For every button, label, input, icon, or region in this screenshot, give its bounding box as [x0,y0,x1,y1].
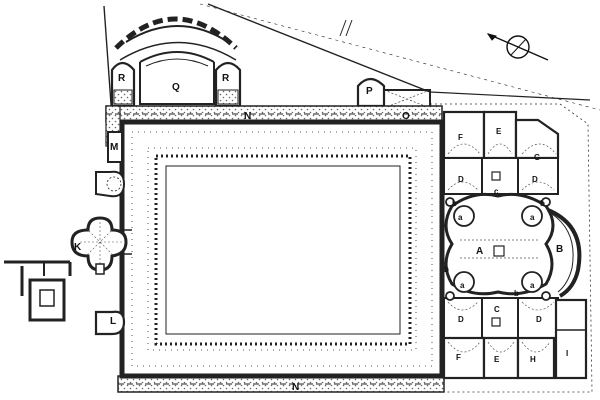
label-d-4: D [536,315,542,324]
label-m: M [110,142,118,153]
east-outline [430,103,593,393]
label-a-3: a [460,281,465,290]
label-g: G [534,153,540,162]
label-c-top: c [494,187,499,196]
label-e-top: E [496,127,502,136]
label-b-1: b [452,199,457,208]
label-d-2: D [532,175,538,184]
label-k: K [74,242,82,253]
label-b-4: b [514,289,519,298]
street-boundary [103,3,600,119]
room-l [94,310,126,336]
label-l: L [110,316,116,327]
label-q: Q [172,82,180,93]
label-a-1: a [458,213,463,222]
label-b-3: b [444,265,449,274]
left-small-room [95,170,126,198]
pool-squares [491,171,505,327]
room-r-left [110,61,136,108]
room-r-right [214,61,242,108]
k-connector [122,229,132,255]
left-ruins [4,260,72,322]
label-d-1: D [458,175,464,184]
corridor-lines [106,113,444,385]
label-p: P [366,86,373,97]
exedra-q [114,16,238,105]
label-n-top: N [244,111,251,122]
label-n-bottom: N [292,382,299,393]
portico-walls [119,119,445,379]
label-r-left: R [118,73,126,84]
label-i: I [566,349,568,358]
label-r-right: R [222,73,230,84]
room-m [107,131,123,163]
room-arcs [447,143,557,353]
niche-chambers [445,197,551,301]
room-k [70,216,128,275]
room-p [356,77,386,108]
label-a-4: a [530,281,535,290]
label-b-2: b [540,199,545,208]
label-f-bottom: F [456,353,461,362]
label-c-bottom: C [494,305,500,314]
east-complex-walls [442,110,588,380]
label-e-bottom: E [494,355,500,364]
label-a-2: a [530,213,535,222]
label-h: H [530,355,536,364]
label-d-3: D [458,315,464,324]
compass-icon [486,33,549,61]
label-b: B [556,244,563,255]
plan-labels: A B c C D D D D E E F F G H I a a a a b … [74,73,568,393]
label-f-top: F [458,133,463,142]
label-a: A [476,246,483,257]
label-o: O [402,111,410,122]
